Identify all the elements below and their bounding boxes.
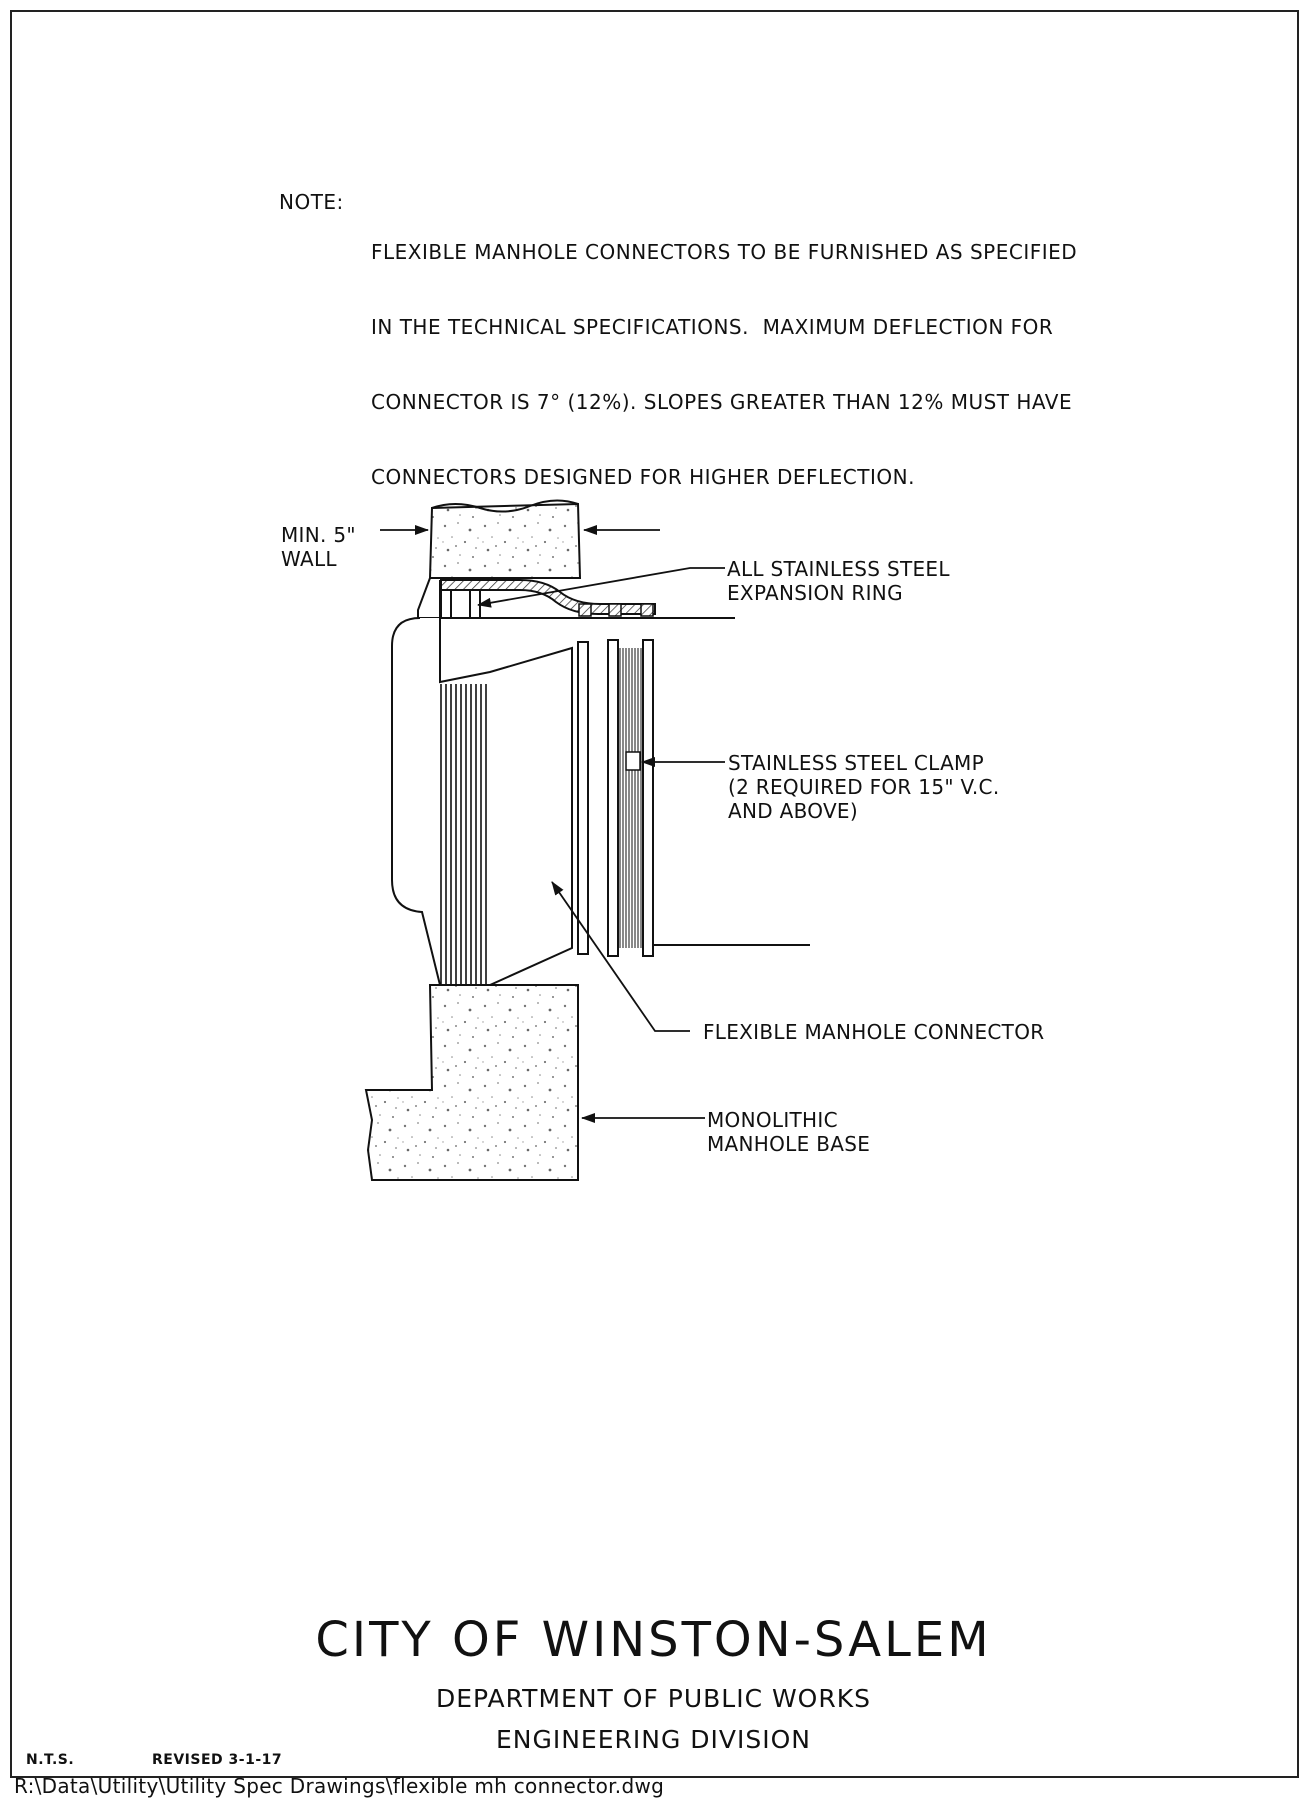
note-line-1: FLEXIBLE MANHOLE CONNECTORS TO BE FURNIS…: [371, 240, 1078, 264]
department-title: DEPARTMENT OF PUBLIC WORKS: [436, 1684, 871, 1713]
connector-callout: FLEXIBLE MANHOLE CONNECTOR: [703, 1020, 1045, 1044]
upper-wall-ragged-top: [431, 499, 579, 513]
connector-boot-outline: [391, 617, 573, 986]
city-title: CITY OF WINSTON-SALEM: [315, 1612, 992, 1668]
clamp-band-2: [607, 639, 619, 957]
file-path: R:\Data\Utility\Utility Spec Drawings\fl…: [14, 1774, 665, 1798]
ring-leader: [477, 567, 725, 608]
connector-corrugations: [440, 684, 487, 985]
clamp-serrations: [619, 648, 642, 948]
manhole-base-concrete: [364, 984, 579, 1181]
note-line-4: CONNECTORS DESIGNED FOR HIGHER DEFLECTIO…: [371, 465, 915, 489]
callout-leaders: [380, 525, 725, 1123]
wall-callout: MIN. 5" WALL: [281, 523, 356, 571]
ring-clip-1: [578, 603, 592, 617]
drawing-border: [10, 10, 1299, 1778]
upper-wall-concrete: [428, 502, 582, 579]
clamp-screw-housing: [625, 751, 641, 771]
ring-post-1: [440, 589, 452, 619]
clamp-band-1: [577, 641, 589, 955]
clamp-callout: STAINLESS STEEL CLAMP (2 REQUIRED FOR 15…: [728, 751, 1000, 823]
note-line-2: IN THE TECHNICAL SPECIFICATIONS. MAXIMUM…: [371, 315, 1054, 339]
note-label: NOTE:: [279, 190, 344, 214]
expansion-ring-callout: ALL STAINLESS STEEL EXPANSION RING: [727, 557, 950, 605]
base-callout: MONOLITHIC MANHOLE BASE: [707, 1108, 871, 1156]
ring-clip-3: [640, 603, 654, 617]
division-title: ENGINEERING DIVISION: [495, 1725, 812, 1754]
revised-label: REVISED 3-1-17: [152, 1752, 283, 1768]
scale-label: N.T.S.: [26, 1752, 75, 1768]
note-line-3: CONNECTOR IS 7° (12%). SLOPES GREATER TH…: [371, 390, 1073, 414]
note-text: FLEXIBLE MANHOLE CONNECTORS TO BE FURNIS…: [371, 190, 1077, 540]
connector-leader: [551, 881, 690, 1032]
clamp-band-3: [642, 639, 654, 957]
ring-clip-2: [608, 603, 622, 617]
expansion-ring-frame: [417, 577, 441, 619]
